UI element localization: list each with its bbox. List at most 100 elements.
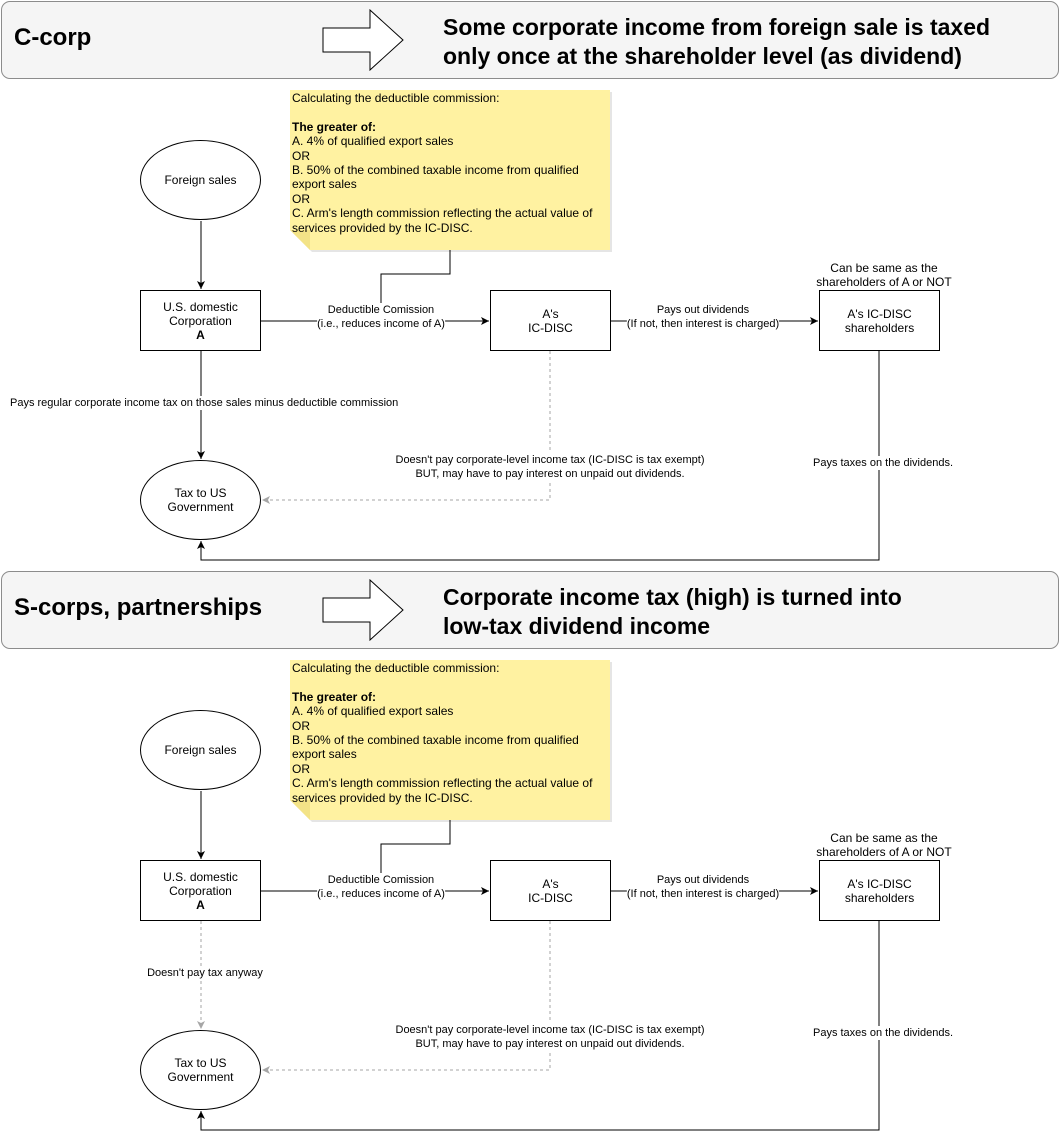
note-heading: The greater of:: [292, 119, 377, 134]
note-line: OR: [292, 191, 310, 206]
node-label: Government: [167, 1070, 234, 1084]
note-intro: Calculating the deductible commission:: [292, 661, 500, 675]
corporation-node: U.S. domestic Corporation A: [140, 290, 261, 351]
label-line: shareholders of A or NOT: [816, 275, 952, 289]
corp-tax-label: Pays regular corporate income tax on tho…: [10, 396, 399, 410]
note-line: C. Arm's length commission reflecting th…: [292, 206, 593, 221]
ic-disc-node: A's IC-DISC: [490, 860, 611, 921]
sticky-note-shape: [290, 90, 612, 252]
label-line: BUT, may have to pay interest on unpaid …: [415, 468, 685, 480]
sticky-note-shape: [290, 660, 612, 822]
shareholders-note-label: Can be same as the shareholders of A or …: [816, 831, 952, 859]
node-label: shareholders: [844, 320, 915, 335]
node-label: A's IC-DISC: [847, 876, 912, 891]
label-line: Pays taxes on the dividends.: [812, 1027, 954, 1039]
node-label: A: [196, 897, 205, 912]
edge-shareholders-to-tax: [197, 351, 880, 561]
commission-label: Deductible Comission (i.e., reduces inco…: [317, 873, 445, 901]
node-label: shareholders: [844, 890, 915, 905]
label-line: Pays out dividends: [656, 874, 750, 886]
holder-tax-label: Pays taxes on the dividends.: [812, 1026, 954, 1040]
commission-note: Calculating the deductible commission: T…: [290, 90, 612, 252]
label-line: Deductible Comission: [327, 304, 435, 316]
foreign-sales-node: Foreign sales: [140, 140, 261, 220]
note-line: A. 4% of qualified export sales: [292, 704, 454, 719]
note-heading: The greater of:: [292, 689, 377, 704]
node-label: IC-DISC: [528, 320, 573, 335]
note-line: OR: [292, 761, 310, 776]
banner-title: S-corps, partnerships: [14, 594, 263, 621]
edge-ic-disc-to-tax: [262, 351, 551, 504]
label-line: shareholders of A or NOT: [816, 845, 952, 859]
corp-tax-label: Doesn't pay tax anyway: [147, 966, 263, 980]
label-line: (i.e., reduces income of A): [317, 888, 445, 900]
c-corp-banner: C-corp Some corporate income from foreig…: [1, 1, 1059, 79]
edge-shareholders-to-tax: [197, 921, 880, 1131]
disc-tax-label: Doesn't pay corporate-level income tax (…: [395, 453, 705, 481]
note-connector: [380, 250, 451, 321]
node-label: Tax to US: [174, 486, 227, 500]
label-line: Doesn't pay tax anyway: [147, 967, 263, 979]
note-line: C. Arm's length commission reflecting th…: [292, 776, 593, 791]
node-label: A's: [542, 306, 559, 321]
node-label: IC-DISC: [528, 890, 573, 905]
note-text: Calculating the deductible commission: T…: [292, 661, 604, 805]
node-label: U.S. domestic: [163, 299, 238, 314]
note-line: export sales: [292, 747, 357, 762]
s-corp-section: S-corps, partnerships Corporate income t…: [0, 570, 1061, 1140]
note-line: services provided by the IC-DISC.: [292, 790, 473, 805]
disc-tax-label: Doesn't pay corporate-level income tax (…: [395, 1023, 705, 1051]
label-line: (i.e., reduces income of A): [317, 318, 445, 330]
label-line: (If not, then interest is charged): [626, 318, 780, 330]
node-label: A's IC-DISC: [847, 306, 912, 321]
note-line: export sales: [292, 177, 357, 192]
node-label: Government: [167, 500, 234, 514]
summary-line: Corporate income tax (high) is turned in…: [443, 584, 902, 610]
note-line: B. 50% of the combined taxable income fr…: [292, 163, 579, 178]
node-label: Corporation: [169, 883, 232, 898]
corporation-node: U.S. domestic Corporation A: [140, 860, 261, 921]
summary-line: Some corporate income from foreign sale …: [443, 14, 991, 40]
ic-disc-node: A's IC-DISC: [490, 290, 611, 351]
note-text: Calculating the deductible commission: T…: [292, 91, 604, 235]
shareholders-note-label: Can be same as the shareholders of A or …: [816, 261, 952, 289]
summary-line: only once at the shareholder level (as d…: [443, 43, 962, 69]
commission-note: Calculating the deductible commission: T…: [290, 660, 612, 822]
foreign-sales-node: Foreign sales: [140, 710, 261, 790]
note-line: services provided by the IC-DISC.: [292, 220, 473, 235]
tax-node: Tax to US Government: [140, 460, 261, 540]
summary-line: low-tax dividend income: [443, 613, 711, 639]
note-line: OR: [292, 148, 310, 163]
banner-summary: Some corporate income from foreign sale …: [443, 13, 1053, 71]
label-line: Doesn't pay corporate-level income tax (…: [395, 454, 705, 466]
node-label: A's: [542, 876, 559, 891]
label-line: Can be same as the: [830, 831, 938, 845]
label-line: Can be same as the: [830, 261, 938, 275]
node-label: Tax to US: [174, 1056, 227, 1070]
node-label: Foreign sales: [164, 173, 237, 187]
node-label: Corporation: [169, 313, 232, 328]
node-label: A: [196, 327, 205, 342]
edge-ic-disc-to-tax: [262, 921, 551, 1074]
label-line: Doesn't pay corporate-level income tax (…: [395, 1024, 705, 1036]
right-arrow-icon: [322, 9, 404, 71]
s-corp-banner: S-corps, partnerships Corporate income t…: [1, 571, 1059, 649]
note-line: A. 4% of qualified export sales: [292, 134, 454, 149]
node-label: Foreign sales: [164, 743, 237, 757]
label-line: Deductible Comission: [327, 874, 435, 886]
banner-summary: Corporate income tax (high) is turned in…: [443, 583, 1053, 641]
label-line: Pays taxes on the dividends.: [812, 457, 954, 469]
note-connector: [380, 820, 451, 891]
dividends-label: Pays out dividends (If not, then interes…: [626, 873, 780, 901]
right-arrow-icon: [322, 579, 404, 641]
label-line: Pays regular corporate income tax on tho…: [10, 397, 399, 409]
note-line: OR: [292, 718, 310, 733]
shareholders-node: A's IC-DISC shareholders: [819, 290, 940, 351]
label-line: Pays out dividends: [656, 304, 750, 316]
shareholders-node: A's IC-DISC shareholders: [819, 860, 940, 921]
c-corp-section: C-corp Some corporate income from foreig…: [1, 1, 1059, 561]
label-line: (If not, then interest is charged): [626, 888, 780, 900]
holder-tax-label: Pays taxes on the dividends.: [812, 456, 954, 470]
node-label: U.S. domestic: [163, 869, 238, 884]
tax-node: Tax to US Government: [140, 1030, 261, 1110]
